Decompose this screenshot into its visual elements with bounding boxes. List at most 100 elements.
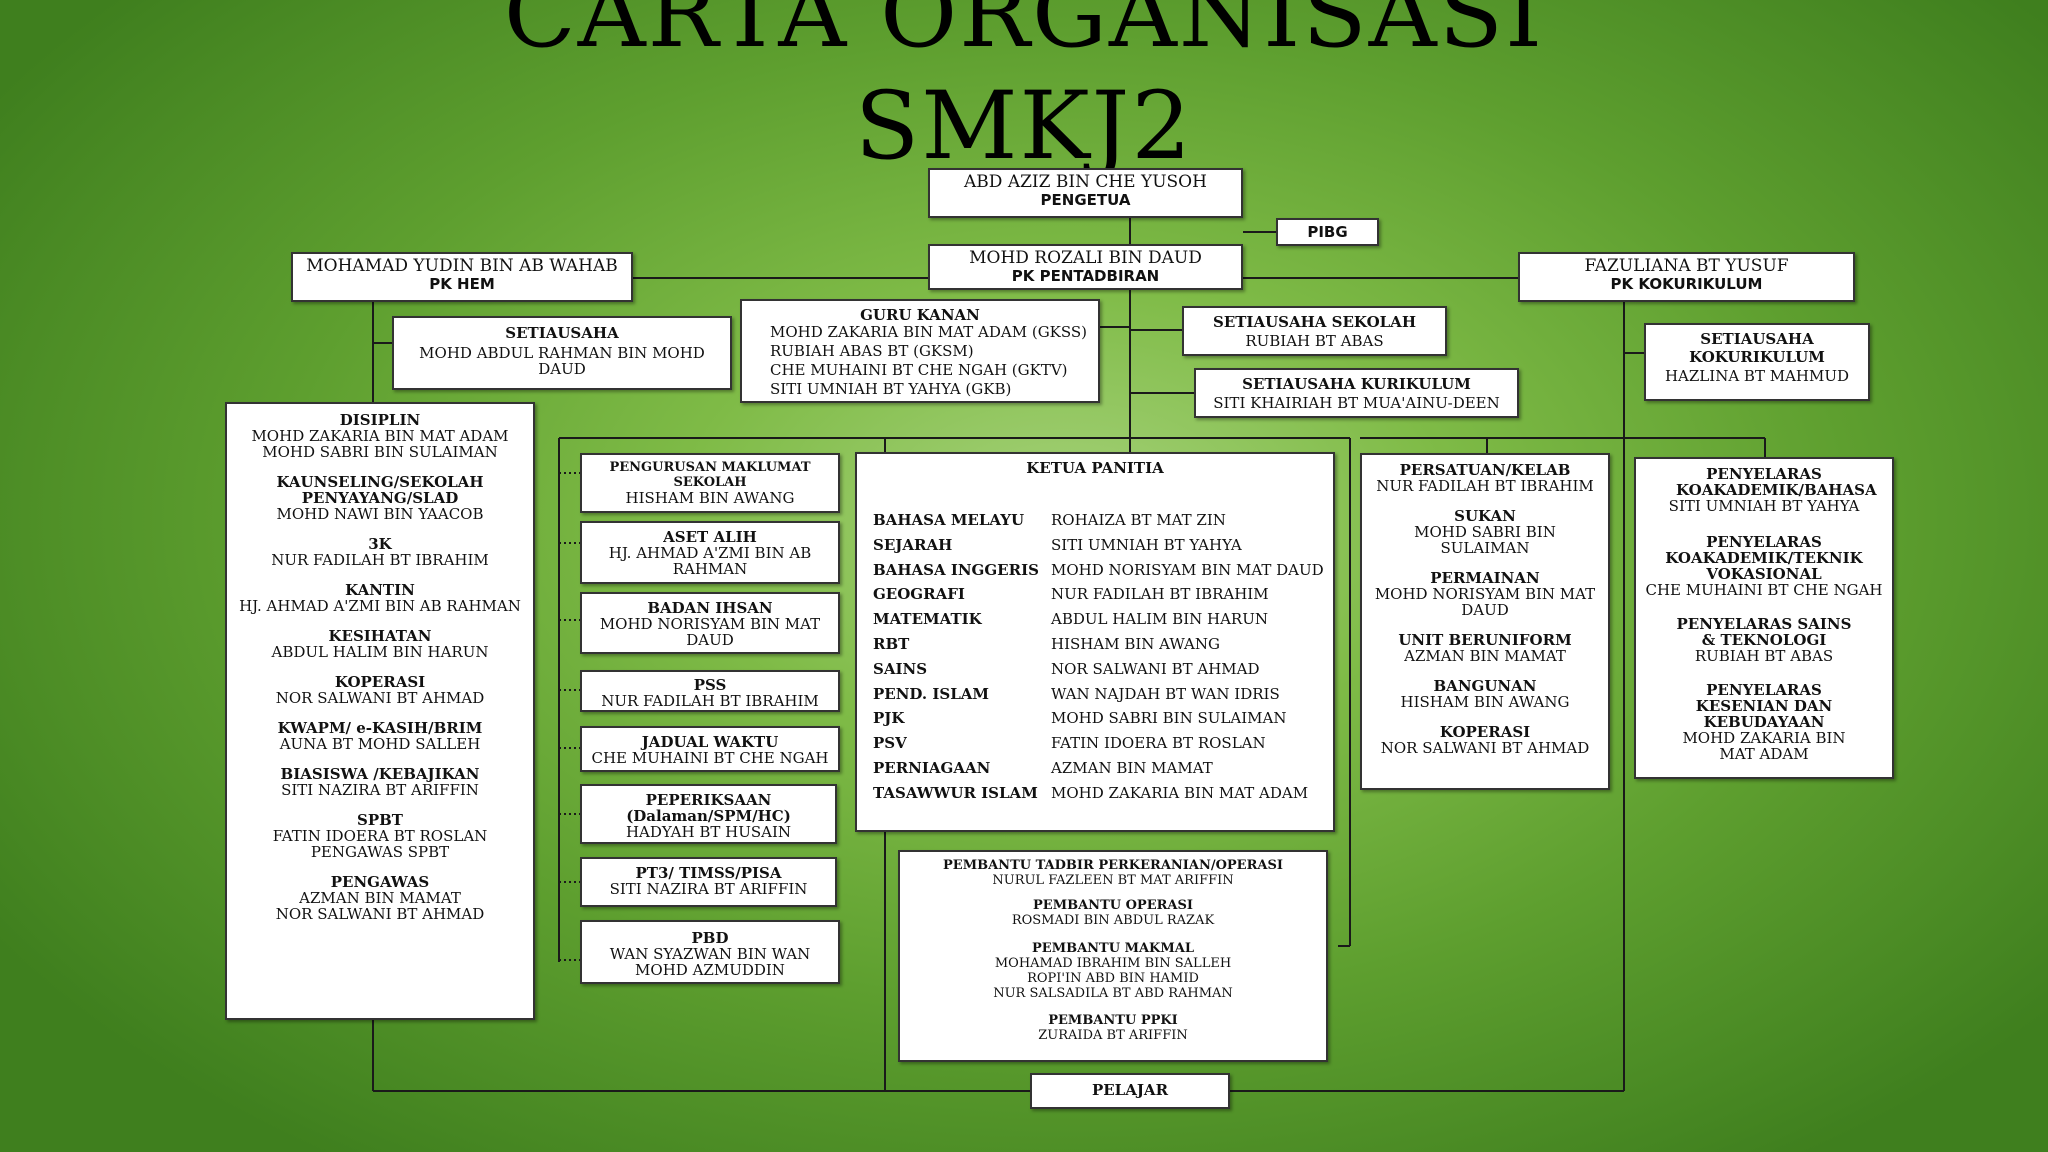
hem-unit-name: NUR FADILAH BT IBRAHIM [271, 551, 489, 569]
setiausaha-kurikulum-title: SETIAUSAHA KURIKULUM [1242, 375, 1471, 393]
hem-unit-name: NOR SALWANI BT AHMAD [275, 689, 485, 707]
koku-unit-name: MOHD NORISYAM BIN MAT DAUD [1374, 585, 1596, 619]
koku-unit-title: SUKAN [1454, 507, 1516, 525]
admin-unit-name: HADYAH BT HUSAIN [625, 823, 792, 841]
subject-label: SEJARAH [873, 535, 953, 554]
subject-head-name: MOHD SABRI BIN SULAIMAN [1051, 709, 1287, 728]
guru-kanan-member: SITI UMNIAH BT YAHYA (GKB) [770, 380, 1012, 398]
subject-label: GEOGRAFI [873, 585, 965, 604]
pk-kokurikulum-name: FAZULIANA BT YUSUF [1584, 256, 1789, 276]
pk-pentadbiran-name: MOHD ROZALI BIN DAUD [969, 248, 1202, 268]
pembantu-title: PEMBANTU MAKMAL [1032, 941, 1194, 956]
admin-unit-title: PBD [691, 929, 729, 947]
pembantu-title: PEMBANTU OPERASI [1033, 898, 1193, 913]
admin-unit-box: BADAN IHSAN MOHD NORISYAM BIN MAT DAUD [580, 592, 840, 654]
pelajar-label: PELAJAR [1091, 1081, 1169, 1099]
hem-unit-title: KANTIN [345, 581, 415, 599]
setiausaha-kokurikulum-box: SETIAUSAHA KOKURIKULUM HAZLINA BT MAHMUD [1644, 323, 1870, 401]
subject-head-name: AZMAN BIN MAMAT [1051, 758, 1213, 777]
ketua-panitia-row: PEND. ISLAM WAN NAJDAH BT WAN IDRIS [873, 682, 1324, 707]
pk-hem-name: MOHAMAD YUDIN BIN AB WAHAB [306, 256, 618, 276]
hem-unit-name: AZMAN BIN MAMAT [299, 889, 461, 907]
setiausaha-hem-name: MOHD ABDUL RAHMAN BIN MOHD DAUD [419, 344, 705, 378]
hem-unit-title: BIASISWA /KEBAJIKAN [280, 765, 480, 783]
pk-pentadbiran-role: PK PENTADBIRAN [1011, 267, 1160, 285]
subject-head-name: SITI UMNIAH BT YAHYA [1051, 535, 1242, 554]
hem-unit-title: PENGAWAS [330, 873, 430, 891]
pembantu-name: NUR SALSADILA BT ABD RAHMAN [993, 986, 1233, 1001]
admin-unit-name: WAN SYAZWAN BIN WAN MOHD AZMUDDIN [609, 945, 811, 979]
ketua-panitia-row: PERNIAGAAN AZMAN BIN MAMAT [873, 756, 1324, 781]
subject-label: PERNIAGAAN [873, 758, 991, 777]
hem-unit-name: NOR SALWANI BT AHMAD [275, 905, 485, 923]
hem-unit-title: KAUNSELING/SEKOLAH PENYAYANG/SLAD [276, 473, 484, 507]
hem-unit-name: PENGAWAS SPBT [310, 843, 450, 861]
subject-head-name: ABDUL HALIM BIN HARUN [1051, 610, 1268, 629]
admin-unit-box: PT3/ TIMSS/PISA SITI NAZIRA BT ARIFFIN [580, 857, 837, 907]
setiausaha-kokurikulum-name: HAZLINA BT MAHMUD [1664, 367, 1850, 385]
pengetua-name: ABD AZIZ BIN CHE YUSOH [964, 172, 1207, 192]
admin-unit-title: PEPERIKSAAN (Dalaman/SPM/HC) [626, 791, 791, 825]
guru-kanan-member: CHE MUHAINI BT CHE NGAH (GKTV) [770, 361, 1068, 379]
subject-label: PEND. ISLAM [873, 684, 989, 703]
guru-kanan-member: RUBIAH ABAS BT (GKSM) [770, 342, 974, 360]
koku-unit-name: HISHAM BIN AWANG [1400, 693, 1570, 711]
pembantu-title: PEMBANTU TADBIR PERKERANIAN/OPERASI [943, 858, 1283, 873]
setiausaha-hem-title: SETIAUSAHA [505, 324, 619, 342]
pibg-box: PIBG [1276, 218, 1379, 246]
guru-kanan-title: GURU KANAN [860, 306, 980, 324]
subject-label: BAHASA MELAYU [873, 511, 1025, 529]
pk-pentadbiran-box: MOHD ROZALI BIN DAUD PK PENTADBIRAN [928, 244, 1243, 290]
penyelaras-title: PENYELARAS KESENIAN DAN KEBUDAYAAN [1695, 681, 1833, 731]
penyelaras-name: SITI UMNIAH BT YAHYA [1668, 497, 1860, 515]
penyelaras-name: MOHD ZAKARIA BIN MAT ADAM [1682, 729, 1846, 763]
subject-label: PSV [873, 734, 907, 753]
hem-unit-name: HJ. AHMAD A'ZMI BIN AB RAHMAN [239, 597, 521, 615]
pk-hem-role: PK HEM [429, 275, 495, 293]
penyelaras-title: PENYELARAS KOAKADEMIK/TEKNIK VOKASIONAL [1665, 533, 1863, 583]
subject-head-name: NOR SALWANI BT AHMAD [1051, 659, 1260, 678]
subject-label: PJK [873, 709, 905, 728]
koku-unit-title: PERSATUAN/KELAB [1399, 461, 1571, 479]
subject-label: TASAWWUR ISLAM [873, 783, 1038, 802]
koku-unit-title: BANGUNAN [1433, 677, 1537, 695]
subject-head-name: MOHD ZAKARIA BIN MAT ADAM [1051, 783, 1309, 802]
hem-unit-name: FATIN IDOERA BT ROSLAN [272, 827, 488, 845]
subject-label: RBT [873, 634, 910, 653]
pembantu-name: NURUL FAZLEEN BT MAT ARIFFIN [992, 873, 1234, 888]
pibg-label: PIBG [1307, 223, 1348, 241]
hem-unit-title: KESIHATAN [328, 627, 432, 645]
admin-unit-name: NUR FADILAH BT IBRAHIM [601, 692, 819, 710]
pembantu-title: PEMBANTU PPKI [1048, 1013, 1178, 1028]
koku-unit-title: PERMAINAN [1430, 569, 1540, 587]
hem-unit-name: MOHD SABRI BIN SULAIMAN [262, 443, 498, 461]
subject-label: BAHASA INGGERIS [873, 560, 1039, 579]
admin-unit-name: HISHAM BIN AWANG [625, 489, 795, 507]
subject-head-name: WAN NAJDAH BT WAN IDRIS [1051, 684, 1280, 703]
admin-unit-box: PENGURUSAN MAKLUMAT SEKOLAH HISHAM BIN A… [580, 453, 840, 513]
pembantu-name: ZURAIDA BT ARIFFIN [1038, 1028, 1188, 1043]
subject-label: MATEMATIK [873, 610, 982, 629]
admin-unit-box: PBD WAN SYAZWAN BIN WAN MOHD AZMUDDIN [580, 920, 840, 984]
pengetua-box: ABD AZIZ BIN CHE YUSOH PENGETUA [928, 168, 1243, 218]
pembantu-name: MOHAMAD IBRAHIM BIN SALLEH [994, 956, 1232, 971]
